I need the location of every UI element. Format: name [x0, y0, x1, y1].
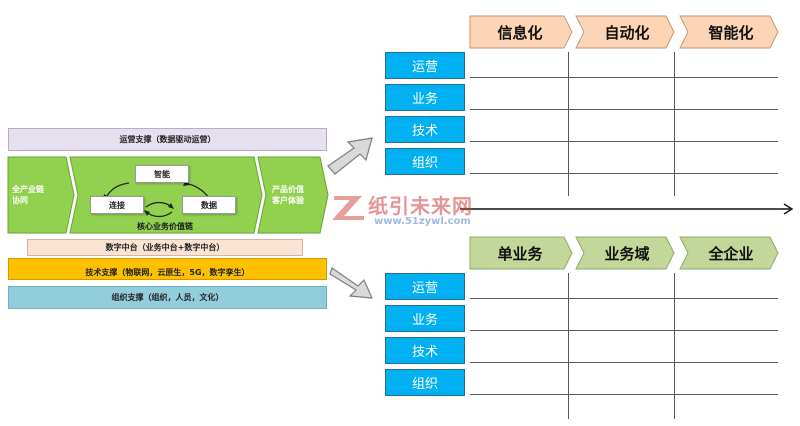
top-grid-hline-2: [470, 109, 778, 110]
timeline-arrow-icon: [460, 203, 794, 215]
arrow-to-bottom-matrix-icon: [329, 267, 373, 299]
top-matrix-header-shapes: [469, 15, 779, 49]
bottom-header-3: 全企业: [708, 244, 754, 263]
top-header-shape-3: [679, 15, 779, 49]
cycle-smart-label: 智能: [154, 169, 170, 179]
bottom-header-1: 单业务: [497, 244, 543, 263]
digital-middle-band: 数字中台（业务中台+数字中台）: [27, 239, 303, 256]
chain-end-label: 产品价值 客户体验: [272, 184, 328, 206]
top-header-shape-2: [575, 15, 675, 49]
watermark-logo-icon: [332, 196, 364, 220]
chain-start-line-1: 全产业链: [12, 185, 44, 194]
top-grid-hline-1: [470, 77, 778, 78]
top-grid-hline-3: [470, 141, 778, 142]
chain-end-arrow: [257, 156, 329, 234]
value-chain-shapes: [7, 156, 329, 234]
top-header-shape-1: [469, 15, 573, 49]
core-chain-arrow: [69, 156, 263, 234]
top-grid-vline-2: [674, 52, 675, 196]
bottom-row-label-business: 业务: [385, 305, 465, 332]
bottom-grid-hline-4: [470, 394, 778, 395]
chain-start-line-2: 协同: [12, 196, 28, 205]
bottom-grid-vline-2: [674, 273, 675, 419]
bottom-grid-vline-1: [568, 273, 569, 419]
bottom-header-shape-3: [679, 236, 779, 270]
bottom-header-shape-1: [469, 236, 573, 270]
tech-support-band: 技术支撑（物联网，云原生，5G，数字孪生）: [8, 258, 327, 280]
ops-support-band: 运营支撑（数据驱动运营）: [8, 128, 327, 151]
bottom-row-label-tech: 技术: [385, 337, 465, 364]
cycle-arrowhead-link-lower: [144, 210, 150, 216]
tech-support-label: 技术支撑（物联网，云原生，5G，数字孪生）: [85, 268, 250, 277]
core-chain-label: 核心业务价值链: [137, 222, 193, 231]
watermark-url: www.51zywl.com: [374, 216, 471, 227]
cycle-arrowhead-link-upper: [168, 203, 174, 209]
top-header-3: 智能化: [708, 23, 754, 42]
bottom-header-shape-2: [575, 236, 675, 270]
bottom-header-2: 业务域: [604, 244, 650, 263]
top-row-label-org: 组织: [385, 148, 465, 175]
chain-end-line-2: 客户体验: [272, 196, 304, 205]
cycle-connect-box: 连接: [90, 196, 144, 214]
watermark-text: 纸引未来网: [368, 194, 473, 218]
top-row-label-ops: 运营: [385, 52, 465, 79]
cycle-data-box: 数据: [182, 196, 236, 214]
chain-start-label: 全产业链 协同: [12, 184, 68, 206]
digital-middle-label: 数字中台（业务中台+数字中台）: [105, 243, 225, 252]
org-support-label: 组织支撑（组织，人员，文化）: [111, 293, 224, 302]
cycle-smart-box: 智能: [135, 165, 189, 183]
bottom-row-label-ops: 运营: [385, 273, 465, 300]
bottom-grid-hline-3: [470, 362, 778, 363]
bottom-grid-hline-2: [470, 330, 778, 331]
bottom-matrix-header-shapes: [469, 236, 779, 270]
bottom-grid-hline-1: [470, 298, 778, 299]
top-row-label-tech: 技术: [385, 116, 465, 143]
top-row-label-business: 业务: [385, 84, 465, 111]
arrow-to-top-matrix-icon: [327, 137, 373, 175]
top-header-1: 信息化: [497, 23, 543, 42]
chain-start-arrow: [7, 156, 75, 234]
cycle-connect-label: 连接: [109, 200, 125, 210]
cycle-data-label: 数据: [201, 200, 217, 210]
top-header-2: 自动化: [604, 23, 650, 42]
ops-support-label: 运营支撑（数据驱动运营）: [119, 135, 216, 144]
org-support-band: 组织支撑（组织，人员，文化）: [8, 286, 327, 309]
bottom-row-label-org: 组织: [385, 369, 465, 396]
top-grid-vline-1: [568, 52, 569, 196]
top-grid-hline-4: [470, 173, 778, 174]
chain-end-line-1: 产品价值: [272, 185, 304, 194]
